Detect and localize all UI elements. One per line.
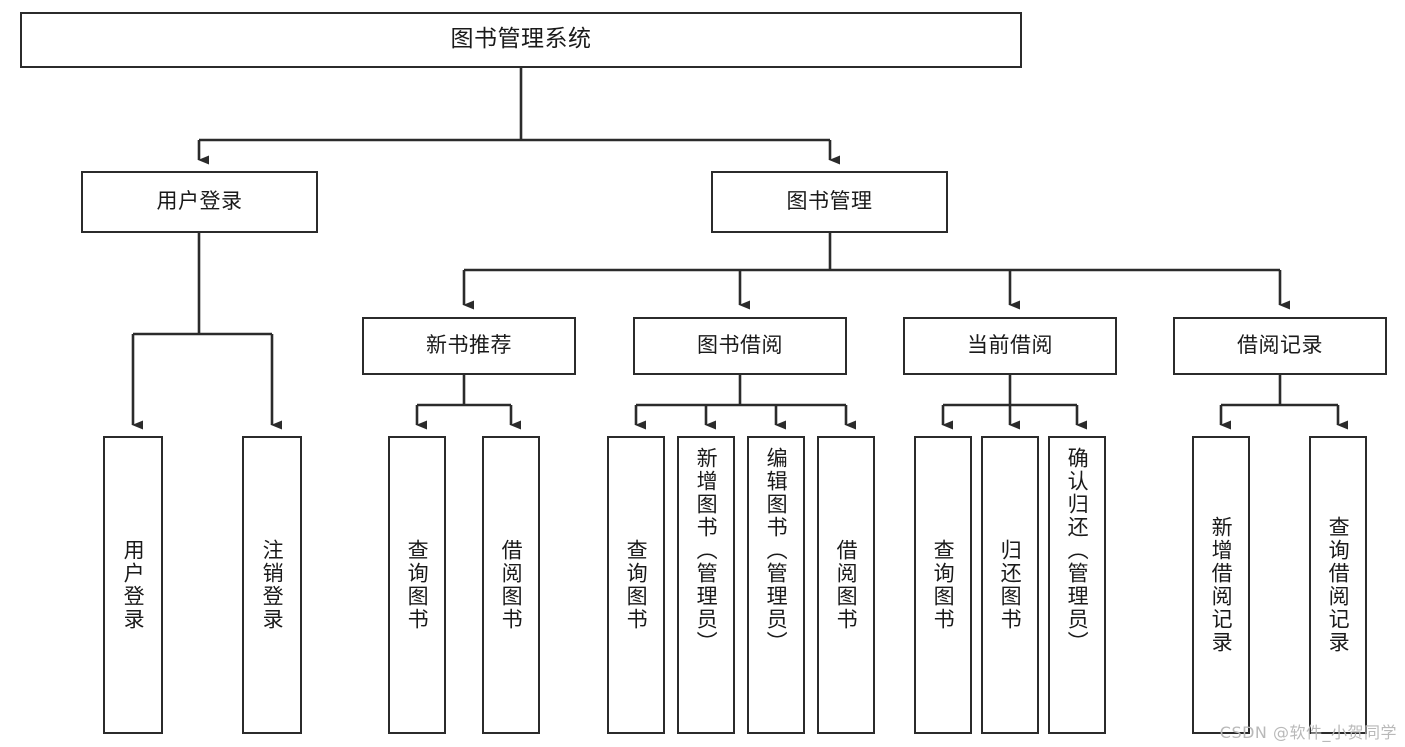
node-label: 当前借阅: [967, 333, 1053, 358]
node-leaf-borrow-book-recommend[interactable]: 借阅图书: [482, 436, 540, 734]
node-label: 查询图书: [405, 539, 430, 631]
node-label: 用户登录: [156, 189, 243, 214]
node-label: 图书管理: [786, 189, 873, 214]
node-label: 新增图书（管理员）: [694, 447, 719, 654]
node-label: 借阅图书: [499, 539, 524, 631]
node-borrow-record[interactable]: 借阅记录: [1173, 317, 1387, 375]
node-leaf-add-book-admin[interactable]: 新增图书（管理员）: [677, 436, 735, 734]
node-leaf-confirm-return-admin[interactable]: 确认归还（管理员）: [1048, 436, 1106, 734]
node-label: 归还图书: [998, 539, 1023, 631]
node-label: 借阅记录: [1237, 333, 1323, 358]
node-user-login[interactable]: 用户登录: [81, 171, 318, 233]
node-leaf-edit-book-admin[interactable]: 编辑图书（管理员）: [747, 436, 805, 734]
node-book-borrow[interactable]: 图书借阅: [633, 317, 847, 375]
node-label: 借阅图书: [834, 539, 859, 631]
node-label: 新书推荐: [426, 333, 512, 358]
node-leaf-query-borrow-record[interactable]: 查询借阅记录: [1309, 436, 1367, 734]
node-leaf-logout[interactable]: 注销登录: [242, 436, 302, 734]
node-current-borrow[interactable]: 当前借阅: [903, 317, 1117, 375]
node-leaf-query-book-recommend[interactable]: 查询图书: [388, 436, 446, 734]
node-label: 编辑图书（管理员）: [764, 447, 789, 654]
node-label: 注销登录: [260, 539, 285, 631]
node-label: 查询图书: [624, 539, 649, 631]
node-label: 查询借阅记录: [1326, 516, 1351, 654]
node-leaf-add-borrow-record[interactable]: 新增借阅记录: [1192, 436, 1250, 734]
node-leaf-borrow-book[interactable]: 借阅图书: [817, 436, 875, 734]
watermark-text: CSDN @软件_小贺同学: [1219, 723, 1397, 742]
node-label: 图书管理系统: [450, 26, 592, 53]
node-label: 确认归还（管理员）: [1065, 447, 1090, 654]
node-label: 图书借阅: [697, 333, 783, 358]
node-label: 查询图书: [931, 539, 956, 631]
node-label: 用户登录: [121, 539, 146, 631]
node-leaf-return-book[interactable]: 归还图书: [981, 436, 1039, 734]
node-leaf-query-book-borrow[interactable]: 查询图书: [607, 436, 665, 734]
node-label: 新增借阅记录: [1209, 516, 1234, 654]
node-leaf-user-login[interactable]: 用户登录: [103, 436, 163, 734]
node-root-book-management-system[interactable]: 图书管理系统: [20, 12, 1022, 68]
node-book-management[interactable]: 图书管理: [711, 171, 948, 233]
node-leaf-query-book-current[interactable]: 查询图书: [914, 436, 972, 734]
node-new-book-recommend[interactable]: 新书推荐: [362, 317, 576, 375]
